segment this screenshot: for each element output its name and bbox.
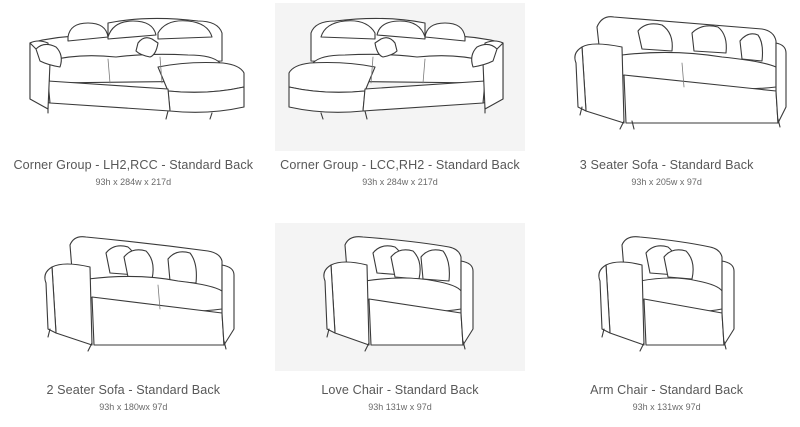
- product-dimensions: 93h x 205w x 97d: [631, 177, 702, 187]
- product-title[interactable]: Love Chair - Standard Back: [321, 383, 479, 397]
- product-title[interactable]: Arm Chair - Standard Back: [590, 383, 744, 397]
- product-card-3-seater-sofa[interactable]: 3 Seater Sofa - Standard Back 93h x 205w…: [533, 0, 800, 213]
- product-card-arm-chair[interactable]: Arm Chair - Standard Back 93h x 131wx 97…: [533, 213, 800, 427]
- product-title[interactable]: Corner Group - LCC,RH2 - Standard Back: [280, 158, 520, 172]
- product-card-corner-lh2-rcc[interactable]: Corner Group - LH2,RCC - Standard Back 9…: [0, 0, 267, 213]
- product-image[interactable]: [8, 3, 258, 151]
- product-dimensions: 93h 131w x 97d: [368, 402, 432, 412]
- arm-chair-icon: [597, 236, 735, 352]
- product-image[interactable]: [542, 3, 792, 151]
- product-card-love-chair[interactable]: Love Chair - Standard Back 93h 131w x 97…: [267, 213, 534, 427]
- product-dimensions: 93h x 284w x 217d: [95, 177, 172, 187]
- product-card-2-seater-sofa[interactable]: 2 Seater Sofa - Standard Back 93h x 180w…: [0, 213, 267, 427]
- product-dimensions: 93h x 284w x 217d: [362, 177, 438, 187]
- product-dimensions: 93h x 180wx 97d: [99, 402, 168, 412]
- product-image[interactable]: [274, 3, 525, 151]
- corner-sofa-lcc-rh2-icon: [288, 17, 504, 120]
- love-chair-icon: [323, 236, 474, 352]
- three-seater-sofa-icon: [573, 16, 787, 130]
- product-title[interactable]: Corner Group - LH2,RCC - Standard Back: [13, 158, 254, 172]
- corner-sofa-lh2-rcc-icon: [29, 17, 245, 120]
- product-image[interactable]: [274, 223, 525, 371]
- product-dimensions: 93h x 131wx 97d: [632, 402, 701, 412]
- product-card-corner-lcc-rh2[interactable]: Corner Group - LCC,RH2 - Standard Back 9…: [267, 0, 534, 213]
- product-title[interactable]: 2 Seater Sofa - Standard Back: [46, 383, 221, 397]
- two-seater-sofa-icon: [44, 236, 235, 352]
- product-image[interactable]: [542, 223, 792, 371]
- product-image[interactable]: [8, 223, 258, 371]
- product-title[interactable]: 3 Seater Sofa - Standard Back: [579, 158, 754, 172]
